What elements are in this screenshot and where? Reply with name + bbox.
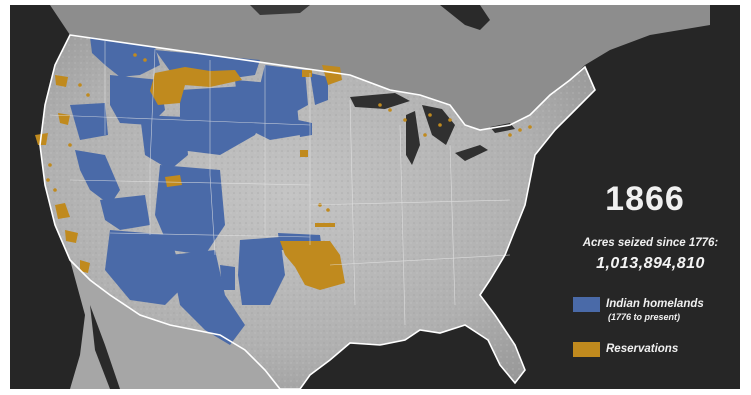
acres-seized-value: 1,013,894,810 (596, 255, 705, 272)
reservations-label: Reservations (606, 343, 679, 355)
reservations-swatch (573, 342, 600, 357)
canada-landmass (50, 5, 710, 130)
reservation-dots (46, 53, 532, 212)
homelands-swatch (573, 297, 600, 312)
arctic-water (250, 5, 310, 15)
year-label: 1866 (605, 180, 685, 218)
acres-seized-label: Acres seized since 1776: (582, 237, 719, 249)
national-border (39, 34, 596, 389)
homelands-sublabel: (1776 to present) (608, 312, 681, 322)
reservations-layer (35, 65, 345, 290)
legend-item-reservations: Reservations (573, 342, 678, 357)
gulf-of-california (90, 305, 120, 389)
mexico-landmass (70, 260, 280, 389)
indian-homelands-layer (70, 37, 332, 345)
hudson-bay (440, 5, 490, 30)
legend-item-homelands: Indian homelands (1776 to present) (573, 297, 704, 324)
map-frame: 1866 Acres seized since 1776: 1,013,894,… (10, 5, 740, 389)
state-borders (49, 41, 511, 326)
homelands-label: Indian homelands (606, 298, 704, 310)
historical-land-map (35, 5, 710, 389)
